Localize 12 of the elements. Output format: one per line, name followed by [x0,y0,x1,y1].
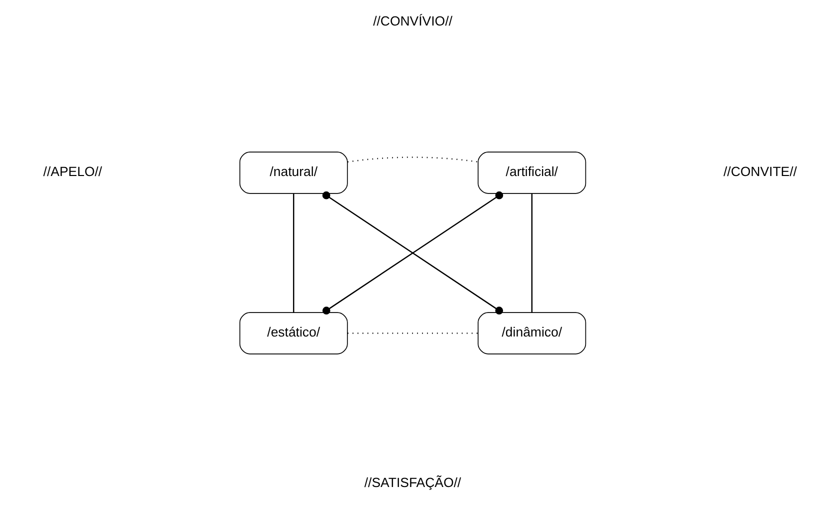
node-box: /artificial/ [478,152,586,194]
label: //SATISFAÇÃO// [364,474,462,490]
connector [322,191,504,315]
node-box: /natural/ [239,152,348,194]
connector [293,194,294,312]
connector [531,194,533,312]
node-box: /dinâmico/ [478,312,586,354]
label: //CONVITE// [724,164,797,179]
label: //CONVÍVIO// [373,13,452,28]
node-box: /estático/ [239,312,348,354]
label: //APELO// [43,164,102,179]
connector [348,156,478,162]
